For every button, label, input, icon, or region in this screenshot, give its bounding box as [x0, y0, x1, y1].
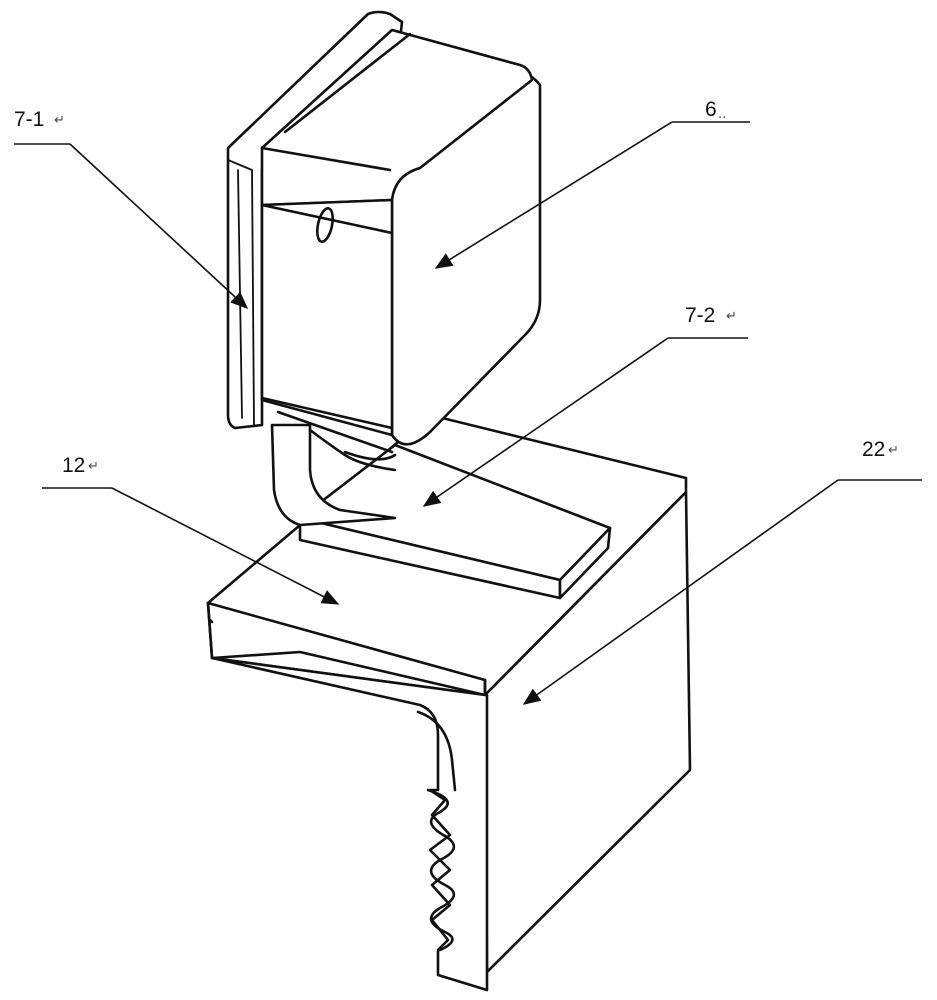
callout-22: 22 ↵ — [522, 438, 922, 705]
label-7-2: 7-2 — [685, 304, 715, 327]
svg-text:↵: ↵ — [888, 443, 899, 458]
stem-part — [270, 423, 397, 527]
svg-text:↵: ↵ — [54, 113, 65, 128]
callout-12: 12 ↵ — [42, 454, 340, 605]
callout-7-2: 7-2 ↵ — [422, 304, 748, 507]
label-22: 22 — [862, 438, 885, 461]
label-6: 6 — [705, 98, 717, 121]
camera-body-part — [260, 28, 542, 454]
label-12: 12 — [62, 454, 85, 477]
raised-strip-part — [298, 443, 612, 600]
svg-text:↵: ↵ — [88, 459, 99, 474]
svg-text:..: .. — [718, 107, 726, 122]
callout-6: 6 .. — [434, 98, 750, 269]
hook-profile-part — [210, 656, 489, 992]
svg-text:↵: ↵ — [726, 309, 737, 324]
label-7-1: 7-1 — [14, 108, 44, 131]
callout-7-1: 7-1 ↵ — [14, 108, 249, 309]
